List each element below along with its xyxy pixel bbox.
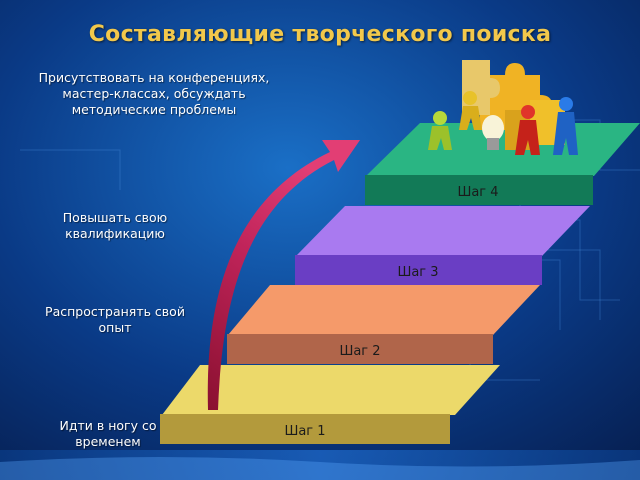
step4-front — [365, 175, 593, 205]
step3-label: Шаг 3 — [397, 265, 438, 280]
label-top-level: Присутствовать на конференциях, мастер-к… — [38, 70, 270, 117]
growth-arrow — [207, 140, 360, 410]
label-level-2: Распространять свой опыт — [45, 304, 185, 335]
step2-front — [227, 334, 493, 364]
bottom-wave — [0, 457, 640, 480]
step3-top — [296, 206, 590, 256]
step3-front — [295, 255, 542, 285]
label-level-3: Повышать свою квалификацию — [62, 210, 168, 241]
puzzle-people-illustration — [428, 60, 578, 155]
step4-label: Шаг 4 — [457, 185, 498, 200]
label-level-1: Идти в ногу со временем — [59, 418, 157, 449]
bottom-band — [0, 450, 640, 480]
step1-front — [160, 414, 450, 444]
step1-label: Шаг 1 — [284, 424, 325, 439]
step2-top — [228, 285, 540, 335]
slide-title: Составляющие творческого поиска — [88, 22, 552, 47]
step1-top — [162, 365, 500, 415]
step2-label: Шаг 2 — [339, 344, 380, 359]
